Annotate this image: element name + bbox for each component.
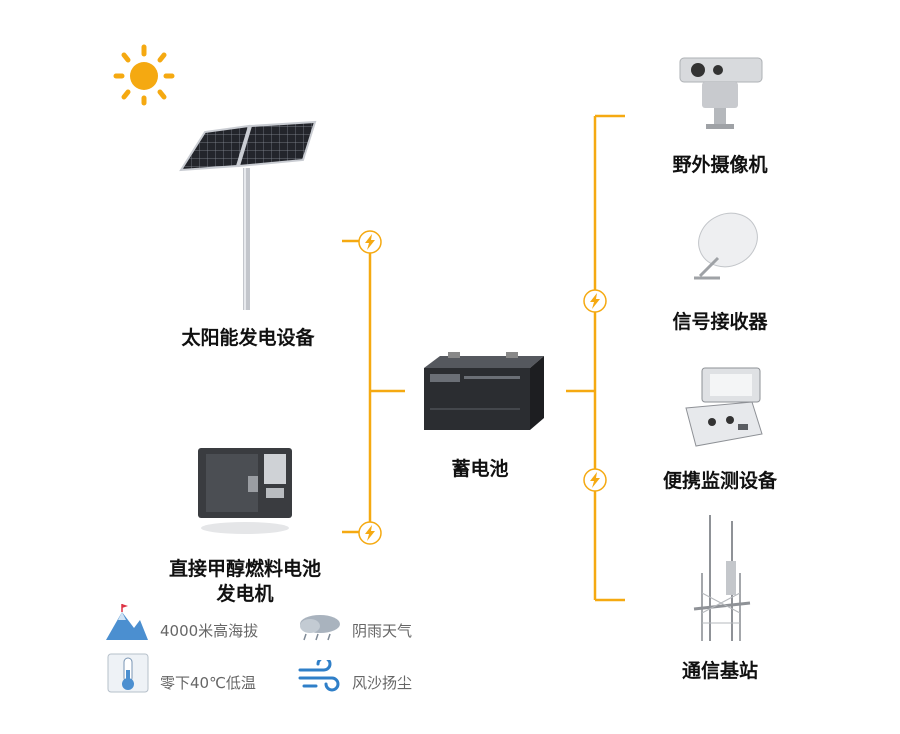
rain-cloud-icon: [300, 615, 340, 641]
bolt-icon: [358, 230, 382, 254]
camera-icon: [679, 57, 763, 129]
dish-label: 信号接收器: [672, 311, 768, 333]
sun-icon: [113, 44, 175, 106]
solar-label: 太阳能发电设备: [181, 327, 315, 349]
camera-label: 野外摄像机: [672, 154, 768, 176]
battery-icon: [424, 352, 544, 430]
bolt-icon: [583, 289, 607, 313]
fuel-cell-generator-icon: [198, 448, 292, 534]
antenna-tower-icon: [693, 515, 751, 641]
condition-altitude: 4000米高海拔: [160, 622, 259, 640]
tower-label: 通信基站: [681, 660, 758, 682]
thermometer-icon: [107, 653, 149, 693]
mountain-icon: [106, 604, 148, 640]
fuel-cell-label-line2: 发电机: [216, 583, 274, 605]
solar-panel-icon: [179, 120, 317, 310]
monitoring-case-icon: [685, 367, 763, 447]
condition-wind: 风沙扬尘: [352, 674, 413, 692]
bolt-icon: [583, 468, 607, 492]
fuel-cell-label: 直接甲醇燃料电池 发电机: [155, 557, 335, 607]
wind-icon: [298, 660, 340, 692]
fuel-cell-label-line1: 直接甲醇燃料电池: [168, 558, 321, 580]
bolt-icon: [358, 521, 382, 545]
battery-label: 蓄电池: [451, 458, 509, 480]
satellite-dish-icon: [694, 212, 758, 280]
condition-weather: 阴雨天气: [352, 622, 413, 640]
condition-temperature: 零下40℃低温: [160, 674, 256, 692]
monitor-label: 便携监测设备: [662, 470, 777, 492]
